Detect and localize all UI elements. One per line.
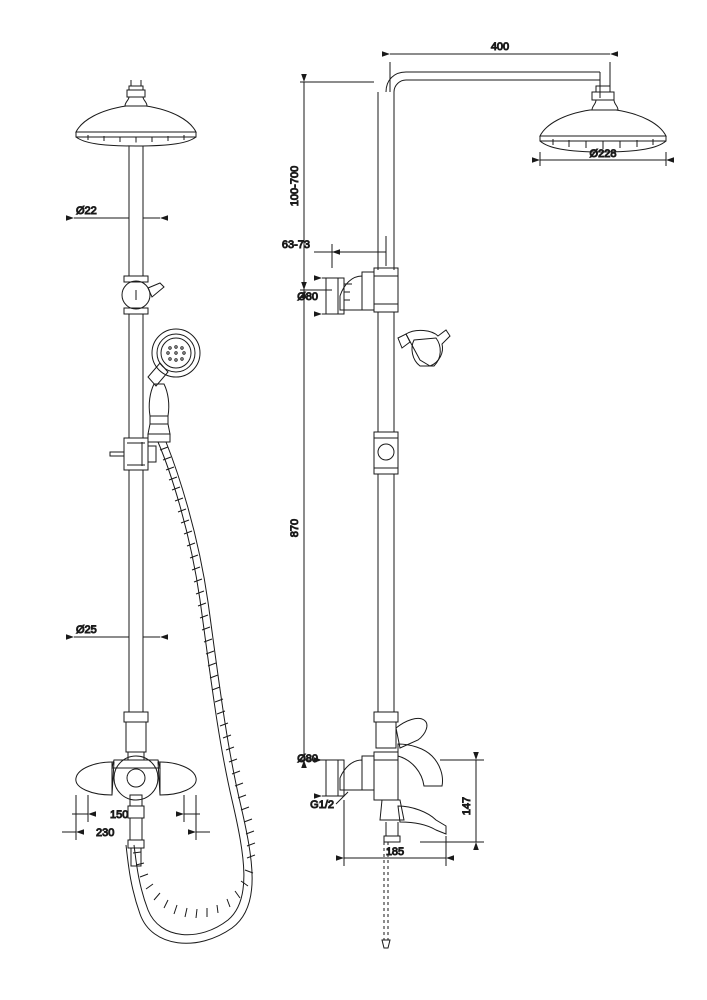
front-riser-pipe xyxy=(128,146,144,276)
front-mixer-body xyxy=(75,470,197,867)
front-hand-shower xyxy=(147,328,201,443)
front-upper-bracket xyxy=(121,275,165,315)
side-view: 400 Ø228 100-700 63-73 xyxy=(281,41,674,949)
dim-400 xyxy=(382,51,618,92)
dim-label-400: 400 xyxy=(491,41,509,53)
dim-147 xyxy=(420,752,484,850)
dim-63-73 xyxy=(314,236,387,268)
dim-100-700 xyxy=(300,74,374,298)
dim-label-dia25: Ø25 xyxy=(76,624,97,636)
dim-label-100-700: 100-700 xyxy=(289,166,301,206)
dim-dia80-top xyxy=(314,275,338,317)
front-shower-head-assembly xyxy=(75,80,197,147)
dim-label-870: 870 xyxy=(289,519,301,537)
dim-label-dia80-top: Ø80 xyxy=(297,291,318,303)
front-view: Ø22 Ø25 150 230 xyxy=(62,80,256,944)
dim-185 xyxy=(336,800,454,866)
dim-label-dia22: Ø22 xyxy=(76,205,97,217)
dim-label-150: 150 xyxy=(110,809,128,821)
dim-label-230: 230 xyxy=(96,827,114,839)
dim-dia80-bottom xyxy=(314,757,338,799)
side-mid-bracket xyxy=(373,431,399,475)
side-hand-shower-holder xyxy=(397,329,451,367)
side-top-arm xyxy=(385,71,601,98)
dim-870 xyxy=(300,282,332,768)
side-mixer-body xyxy=(332,711,447,949)
dim-dia228 xyxy=(532,152,674,166)
dim-label-g12: G1/2 xyxy=(310,799,334,811)
dim-150 xyxy=(72,795,200,822)
dim-label-dia228: Ø228 xyxy=(590,148,617,160)
dim-dia22 xyxy=(66,210,168,226)
dim-dia25 xyxy=(66,629,168,645)
leader-g12 xyxy=(335,791,349,805)
dim-label-dia80-bottom: Ø80 xyxy=(297,753,318,765)
front-mid-bracket xyxy=(109,437,157,471)
side-upper-bracket xyxy=(332,267,399,315)
side-shower-head xyxy=(539,85,667,153)
dim-label-63-73: 63-73 xyxy=(282,239,310,251)
front-shower-hose xyxy=(125,441,256,944)
dim-label-147: 147 xyxy=(461,797,473,815)
dim-230 xyxy=(62,795,210,840)
dim-label-185: 185 xyxy=(386,846,404,858)
